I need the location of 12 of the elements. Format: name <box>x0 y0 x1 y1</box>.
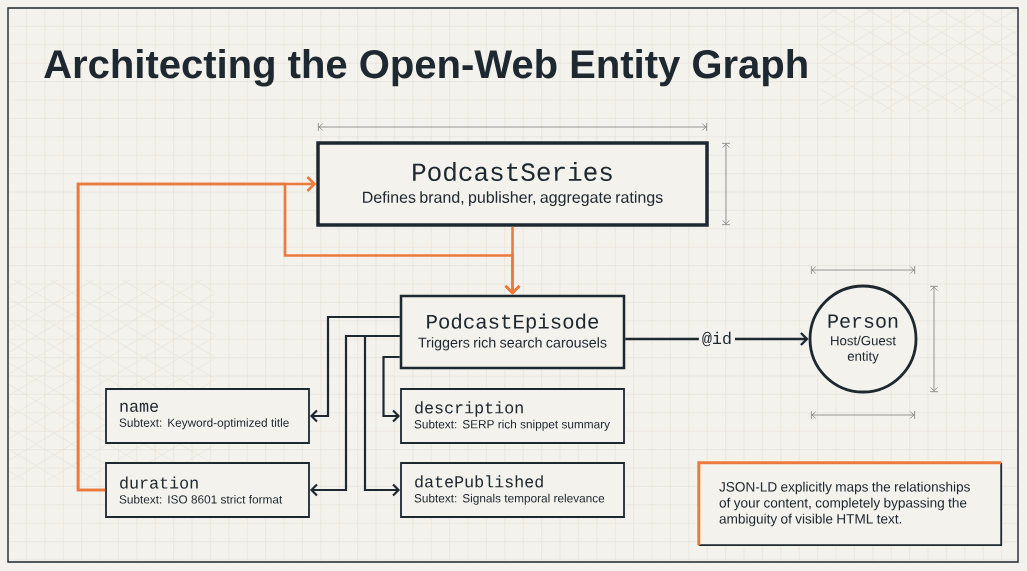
property-box: name Subtext: Keyword-optimized title <box>105 388 310 444</box>
title: Architecting the Open-Web Entity Graph <box>44 49 807 87</box>
arrow <box>309 315 400 423</box>
property-box: duration Subtext: ISO 8601 strict format <box>105 462 310 518</box>
entity-box: PodcastEpisode Triggers rich search carousels <box>399 294 626 370</box>
entity-box: PodcastSeries Defines brand, publisher, aggregate ratings <box>316 141 709 227</box>
arrow <box>382 355 401 423</box>
note-box: JSON-LD explicitly maps the relationships of your content, completely bypassing the ambiguity of visible HTML text. <box>697 461 1003 547</box>
property-box: datePublished Subtext: Signals temporal relevance <box>400 462 625 518</box>
property-box: description Subtext: SERP rich snippet summary <box>400 388 625 444</box>
arrow <box>76 182 521 492</box>
arrow <box>363 334 401 497</box>
